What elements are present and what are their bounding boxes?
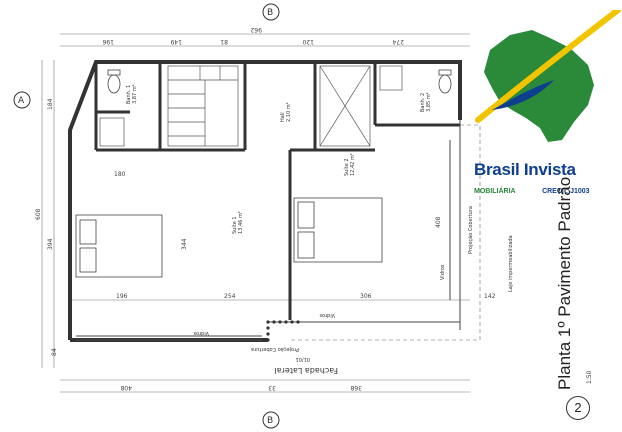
svg-text:33: 33	[268, 384, 276, 391]
railing-dots	[266, 320, 300, 342]
svg-text:962: 962	[250, 26, 262, 33]
svg-text:394: 394	[47, 238, 54, 250]
brand-creci: CRECI : J1003	[542, 188, 590, 195]
section-marker-a-left: A	[13, 91, 31, 109]
svg-text:274: 274	[392, 38, 404, 45]
dimension-labels: 962 196 149 81 120 274 608 184 394 408 3…	[35, 26, 496, 391]
brand-block: Brasil Invista MOBILIÁRIA CRECI : J1003	[474, 160, 622, 198]
room-suite-1: Suíte 1	[231, 216, 238, 234]
svg-text:408: 408	[435, 216, 442, 228]
shower-1	[99, 117, 125, 147]
svg-text:184: 184	[47, 98, 54, 110]
room-hall: Hall	[280, 112, 286, 122]
svg-text:B: B	[267, 416, 273, 426]
svg-text:A: A	[18, 96, 25, 106]
svg-text:408: 408	[120, 384, 132, 391]
section-marker-b-bottom: B	[262, 411, 280, 429]
svg-text:344: 344	[181, 238, 188, 250]
svg-text:608: 608	[35, 208, 42, 220]
shaft	[319, 65, 371, 147]
svg-text:142: 142	[484, 293, 496, 300]
svg-text:196: 196	[116, 293, 128, 300]
label-facade: Fachada Lateral	[275, 366, 339, 375]
drawing-scale: 1:50	[586, 370, 593, 384]
section-marker-b-top: B	[262, 3, 280, 21]
bed-suite-1	[75, 214, 163, 278]
svg-text:3,85 m²: 3,85 m²	[426, 92, 432, 112]
brand-subtitle: MOBILIÁRIA	[474, 188, 516, 195]
label-vidros-1: Vidros	[193, 330, 209, 336]
svg-text:306: 306	[360, 293, 372, 300]
label-projecao-1: Projeção Cobertura	[251, 346, 299, 352]
label-projecao-2: Projeção Cobertura	[468, 206, 474, 254]
bed-suite-2	[293, 197, 383, 263]
svg-text:3,87 m²: 3,87 m²	[132, 84, 138, 104]
room-banh-2: Banh. 2	[420, 93, 426, 112]
label-laje: Laje impermeabilizada	[508, 235, 514, 292]
plan-number-badge: 2	[566, 396, 590, 420]
svg-text:13,46 m²: 13,46 m²	[238, 211, 244, 234]
room-banh-1: Banh. 1	[126, 85, 132, 104]
svg-text:B: B	[267, 8, 273, 18]
staircase	[167, 65, 239, 147]
toilet-1	[107, 69, 121, 94]
svg-text:149: 149	[170, 38, 182, 45]
room-suite-2: Suíte 2	[343, 158, 350, 176]
svg-text:2,10 m²: 2,10 m²	[286, 102, 292, 122]
svg-text:81: 81	[220, 38, 228, 45]
label-sheet: 01/01	[296, 356, 310, 362]
svg-text:180: 180	[114, 171, 126, 178]
label-vidros-2: Vidros	[319, 312, 335, 318]
toilet-2	[438, 69, 452, 94]
label-vidros-3: Vidros	[440, 264, 446, 280]
svg-text:12,42 m²: 12,42 m²	[350, 153, 356, 176]
shower-2	[379, 65, 403, 91]
svg-text:196: 196	[102, 38, 114, 45]
svg-text:368: 368	[350, 384, 362, 391]
glass-walls	[76, 120, 461, 341]
interior-walls	[94, 62, 460, 320]
drawing-title: Planta 1º Pavimento Padrão	[555, 176, 574, 390]
brasil-invista-logo	[475, 10, 621, 142]
svg-text:254: 254	[224, 293, 236, 300]
svg-text:84: 84	[51, 348, 58, 356]
brand-name: Brasil Invista	[474, 160, 576, 179]
svg-text:120: 120	[302, 38, 314, 45]
roof-projection	[290, 124, 481, 341]
